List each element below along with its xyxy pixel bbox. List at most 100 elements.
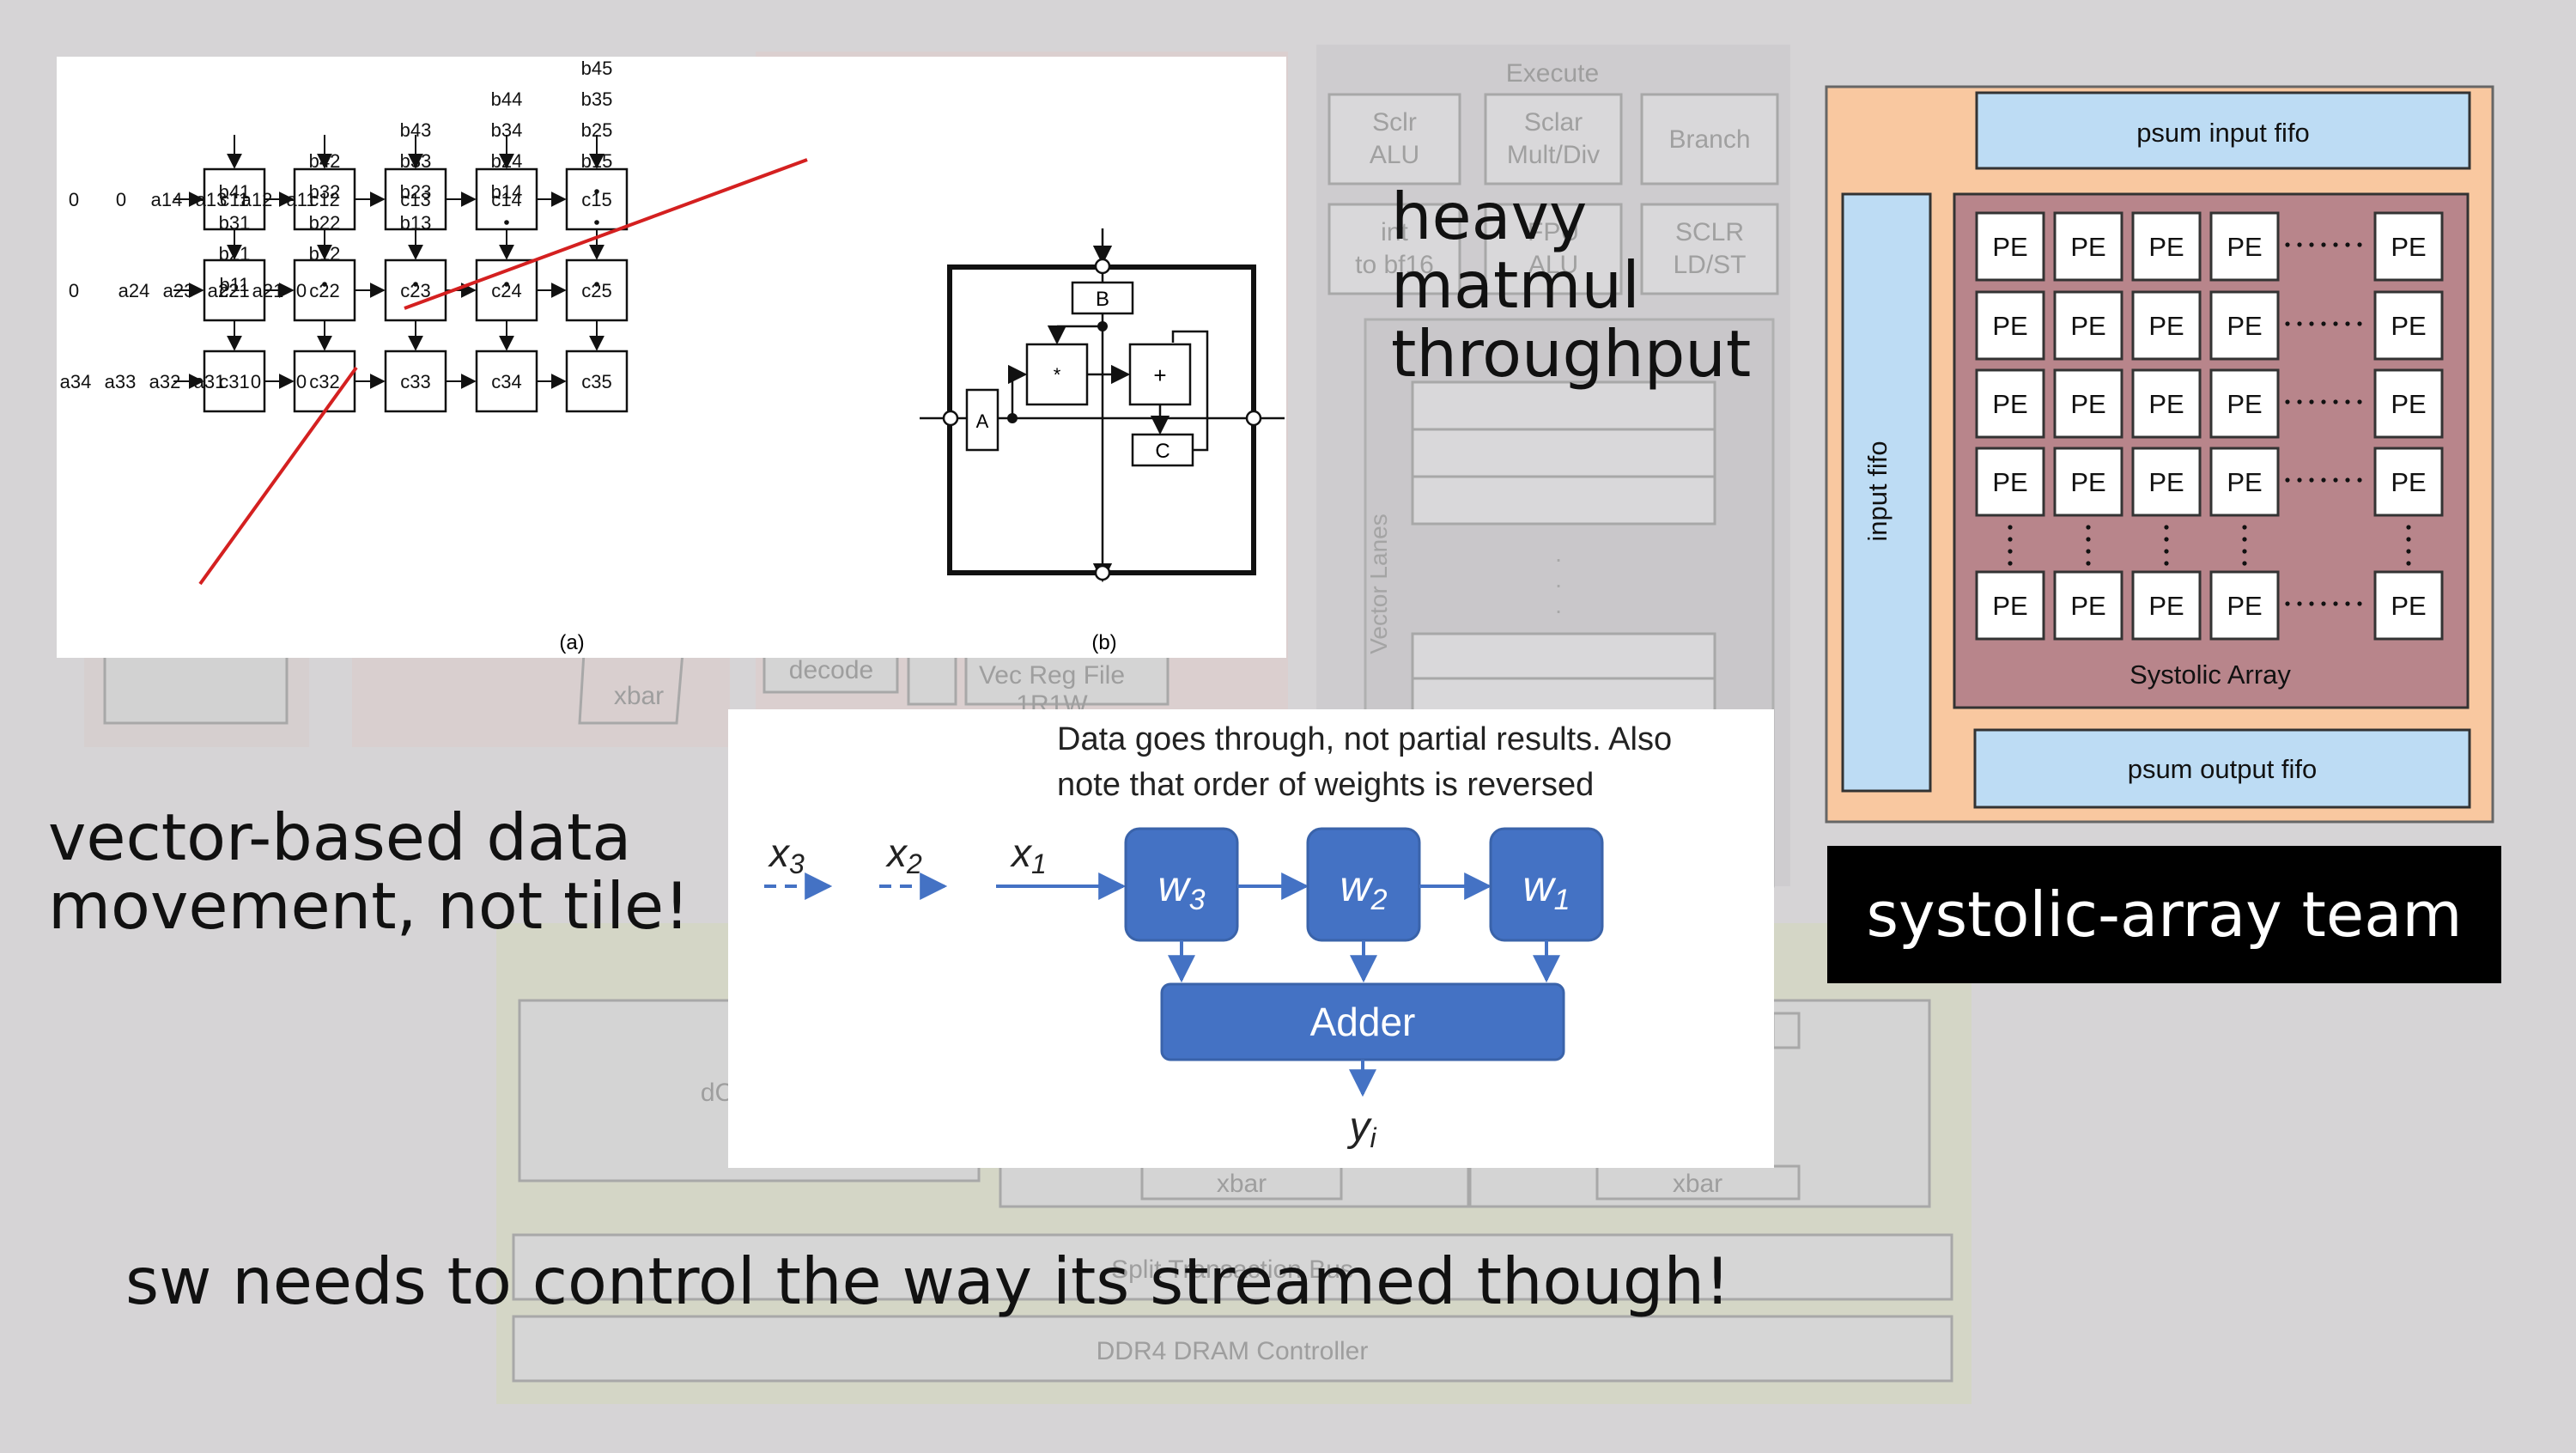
lane-ellipsis: · bbox=[1554, 571, 1562, 598]
ellipsis-dot bbox=[2297, 321, 2302, 326]
unit-mult-label: Mult/Div bbox=[1507, 141, 1600, 169]
b-input-value: b32 bbox=[309, 181, 341, 203]
pe-port-top bbox=[1094, 258, 1111, 275]
ellipsis-dot bbox=[2309, 242, 2314, 247]
pe-register-a bbox=[965, 388, 999, 452]
ellipsis-dot bbox=[2333, 477, 2338, 483]
pe-box bbox=[2131, 368, 2202, 439]
xbar-box bbox=[1595, 1164, 1801, 1201]
input-symbol-base: x bbox=[1010, 830, 1033, 875]
ellipsis-dot bbox=[2164, 537, 2169, 542]
ellipsis-dot bbox=[2309, 399, 2314, 404]
unit-sclr-label: ALU bbox=[1370, 141, 1419, 169]
unit-int-label: int bbox=[1381, 218, 1408, 246]
ellipsis-dot bbox=[2345, 477, 2350, 483]
ellipsis-dot bbox=[2345, 321, 2350, 326]
b-delay-dot bbox=[504, 282, 509, 287]
pe-label: PE bbox=[2227, 591, 2262, 621]
a-input-value: a14 bbox=[151, 189, 183, 210]
pe-label: PE bbox=[2070, 389, 2105, 419]
pe-label: PE bbox=[1992, 591, 2027, 621]
systolic-array-svg: psum input fifo input fifo PE PE PE PE PE PE P… bbox=[1825, 85, 2494, 824]
unit-int-label: to bf16 bbox=[1355, 251, 1434, 279]
weight-label-sub: 3 bbox=[1189, 884, 1206, 916]
ellipsis-dot bbox=[2321, 321, 2326, 326]
pe-label: PE bbox=[2227, 467, 2262, 497]
weight-label-base: w bbox=[1522, 862, 1556, 910]
pe-box bbox=[2209, 447, 2280, 517]
unit-ldst-label: SCLR bbox=[1675, 218, 1744, 246]
vector-lanes-label: Vector Lanes bbox=[1365, 514, 1392, 654]
unit-box bbox=[1327, 93, 1461, 185]
a-input-value: a34 bbox=[60, 371, 92, 392]
weight-label: w3 bbox=[1157, 862, 1205, 916]
ellipsis-dot bbox=[2242, 549, 2247, 554]
systolic-array-label: Systolic Array bbox=[2129, 660, 2291, 690]
matrix-cell-label: c31 bbox=[219, 371, 249, 392]
matrix-cell bbox=[565, 167, 629, 231]
ellipsis-dot bbox=[2406, 561, 2411, 566]
input-fifo-label: input fifo bbox=[1862, 441, 1893, 541]
lane-box bbox=[1411, 428, 1716, 478]
pe-label: PE bbox=[2227, 389, 2262, 419]
ddr-box bbox=[512, 1315, 1953, 1383]
heavy-matmul-text: heavy matmul throughput bbox=[1391, 182, 1751, 388]
weight-label: w1 bbox=[1522, 862, 1570, 916]
ellipsis-dot bbox=[2086, 525, 2091, 530]
vector-line-1: vector-based data bbox=[48, 799, 632, 875]
input-symbol-base: x bbox=[885, 830, 908, 875]
b-input-value: b25 bbox=[581, 119, 613, 141]
psum-input-fifo-label: psum input fifo bbox=[2136, 118, 2310, 148]
caption-a: (a) bbox=[559, 631, 584, 654]
ellipsis-dot bbox=[2345, 601, 2350, 606]
b-input-value: b35 bbox=[581, 88, 613, 110]
psum-input-fifo bbox=[1975, 91, 2471, 170]
pe-box bbox=[2209, 570, 2280, 641]
ellipsis-dot bbox=[2357, 399, 2362, 404]
matrix-cell bbox=[384, 258, 447, 322]
b-input-value: b14 bbox=[491, 181, 523, 203]
a-input-value: a24 bbox=[118, 280, 150, 301]
a-input-value: a23 bbox=[163, 280, 195, 301]
a-input-value: a21 bbox=[252, 280, 284, 301]
input-symbol: x1 bbox=[1010, 830, 1047, 879]
pe-port-right bbox=[1245, 410, 1262, 427]
pe-label: PE bbox=[2391, 467, 2426, 497]
ellipsis-dot bbox=[2297, 601, 2302, 606]
output-symbol-base: y bbox=[1346, 1104, 1372, 1150]
pe-label: PE bbox=[2227, 232, 2262, 262]
ellipsis-dot bbox=[2164, 561, 2169, 566]
ellipsis-dot bbox=[2285, 601, 2290, 606]
b-input-value: b31 bbox=[219, 212, 251, 234]
ellipsis-dot bbox=[2008, 537, 2013, 542]
b-input-value: b41 bbox=[219, 181, 251, 203]
pe-label: PE bbox=[2148, 591, 2184, 621]
lane-box bbox=[1411, 632, 1716, 680]
pe-multiplier-label: * bbox=[1054, 364, 1061, 386]
pe-register-c-label: C bbox=[1155, 440, 1170, 463]
unit-ldst-label: LD/ST bbox=[1673, 251, 1746, 279]
pe-port-left bbox=[942, 410, 959, 427]
systolic-array-figure: psum input fifo input fifo PE PE PE PE PE PE P… bbox=[1824, 84, 2495, 824]
b-delay-dot bbox=[413, 282, 418, 287]
ellipsis-dot bbox=[2345, 242, 2350, 247]
unit-box bbox=[1484, 93, 1623, 185]
input-symbol-sub: 1 bbox=[1031, 848, 1047, 879]
a-input-value: a11 bbox=[286, 189, 316, 210]
team-label: systolic-array team bbox=[1866, 878, 2463, 951]
ellipsis-dot bbox=[2345, 399, 2350, 404]
a-input-value: 0 bbox=[69, 189, 79, 210]
ellipsis-dot bbox=[2086, 537, 2091, 542]
caption-b: (b) bbox=[1091, 631, 1116, 654]
b-input-value: b34 bbox=[491, 119, 523, 141]
xbar-label: xbar bbox=[1673, 1170, 1722, 1198]
ellipsis-dot bbox=[2285, 477, 2290, 483]
ellipsis-dot bbox=[2297, 477, 2302, 483]
pe-multiplier bbox=[1025, 343, 1089, 406]
weight-label: w2 bbox=[1340, 862, 1387, 916]
matrix-cell-label: c21 bbox=[219, 280, 249, 301]
weight-label-base: w bbox=[1157, 862, 1191, 910]
